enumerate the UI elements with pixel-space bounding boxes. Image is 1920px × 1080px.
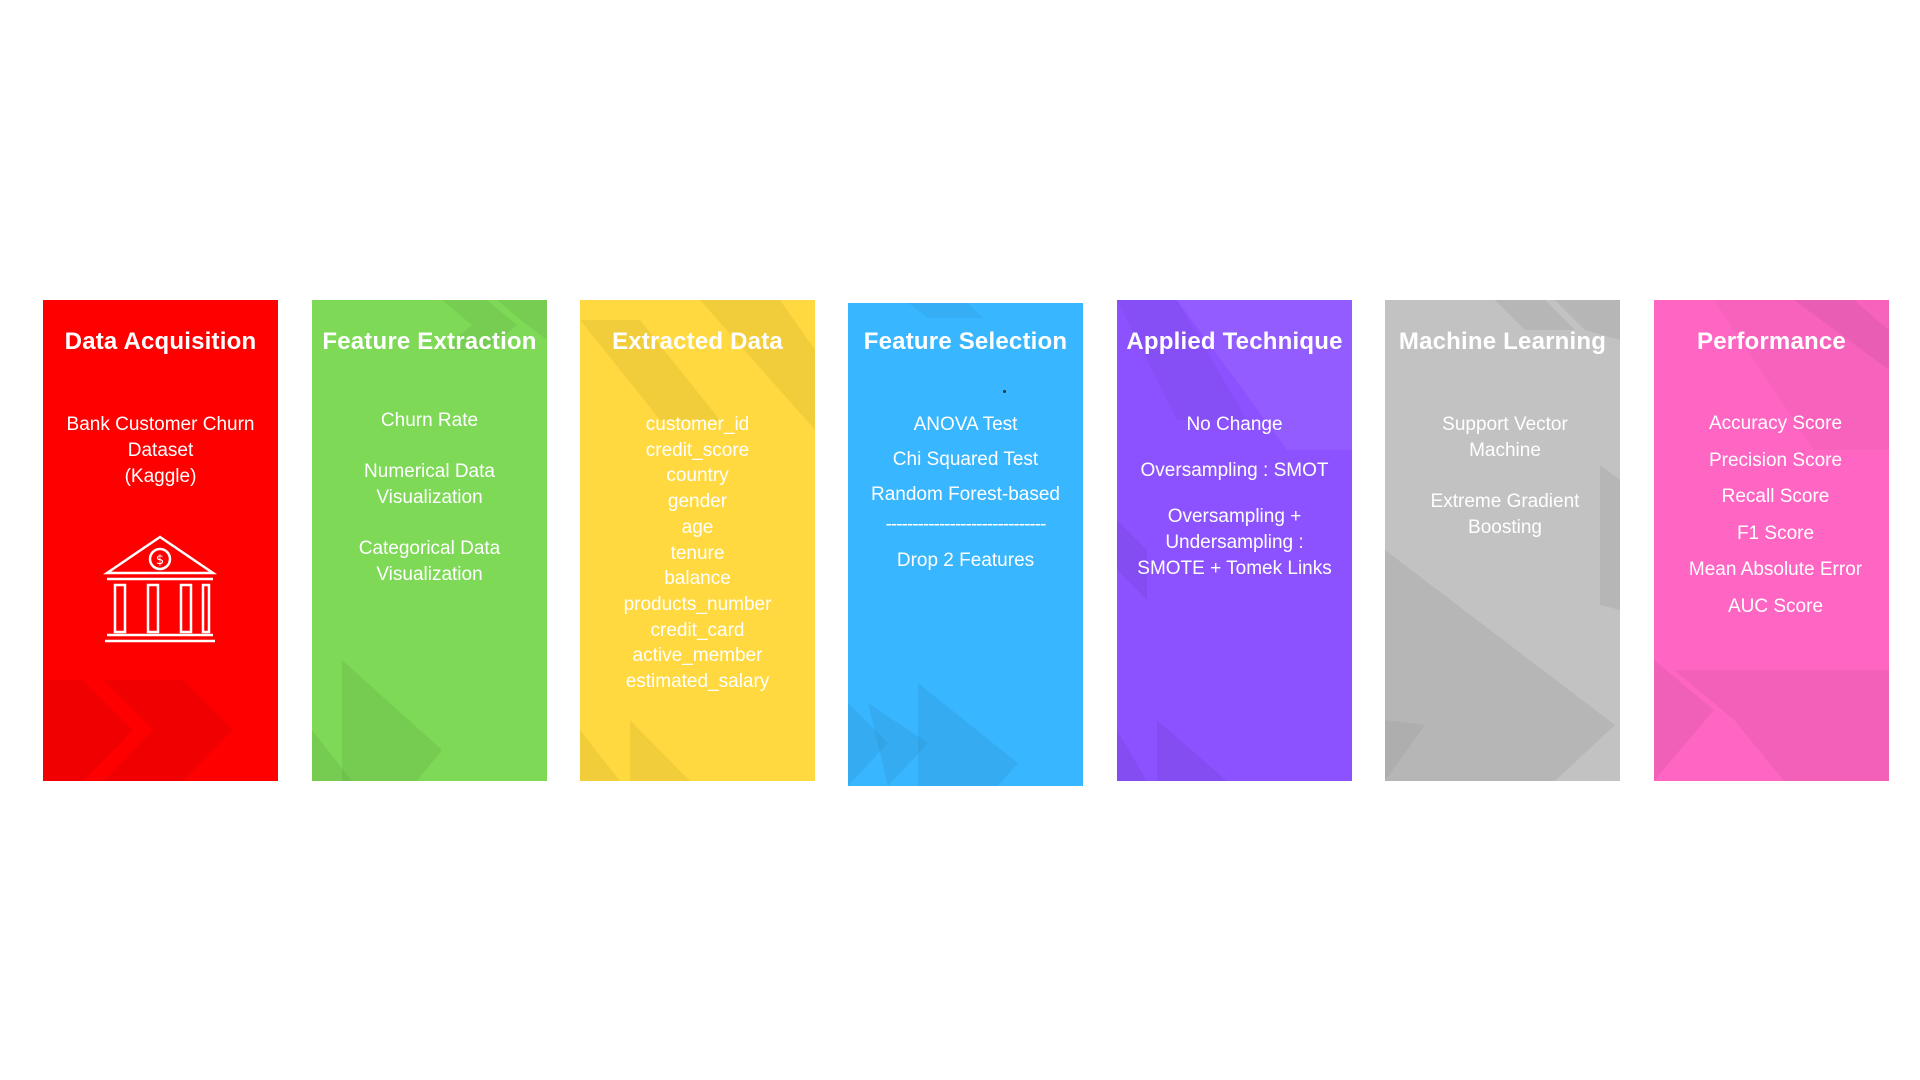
card-body: Churn Rate Numerical Data Visualization … [342, 408, 517, 613]
list-item: No Change [1186, 414, 1283, 435]
card-body: Accuracy Score Precision Score Recall Sc… [1666, 411, 1885, 630]
list-item: customer_id [645, 414, 750, 435]
list-item: Mean Absolute Error [1688, 559, 1863, 580]
card-title: Data Acquisition [64, 328, 257, 355]
result-text: Drop 2 Features [896, 550, 1035, 571]
card-body: No Change Oversampling : SMOT Oversampli… [1125, 412, 1344, 593]
card-body: ANOVA Test Chi Squared Test Random Fores… [856, 412, 1075, 585]
card-machine-learning: Machine Learning Support Vector Machine … [1385, 300, 1620, 781]
list-item: Numerical Data Visualization [364, 461, 495, 508]
card-line: Bank Customer Churn [66, 414, 255, 435]
list-item: gender [667, 491, 728, 513]
card-title: Extracted Data [612, 328, 783, 355]
card-title: Applied Technique [1126, 328, 1343, 355]
card-title: Performance [1697, 328, 1846, 355]
list-item: Accuracy Score [1708, 413, 1843, 434]
list-item: products_number [623, 593, 772, 615]
list-item: Oversampling : SMOT [1140, 460, 1329, 481]
card-data-acquisition: Data Acquisition Bank Customer Churn Dat… [43, 300, 278, 781]
list-item: ANOVA Test [913, 414, 1018, 435]
card-line: (Kaggle) [124, 466, 197, 487]
list-item: F1 Score [1736, 522, 1815, 544]
list-item: balance [664, 568, 731, 590]
card-body: Support Vector Machine Extreme Gradient … [1415, 412, 1595, 566]
list-item: Extreme Gradient Boosting [1430, 491, 1580, 538]
dot-mark [1003, 390, 1006, 393]
card-body: customer_id credit_score country gender … [588, 412, 807, 695]
card-feature-selection: Feature Selection ANOVA Test Chi Squared… [848, 303, 1083, 786]
card-extracted-data: Extracted Data customer_id credit_score … [580, 300, 815, 781]
list-item: Categorical Data Visualization [358, 538, 501, 585]
card-applied-technique: Applied Technique No Change Oversampling… [1117, 300, 1352, 781]
list-item: age [681, 516, 714, 538]
list-item: Random Forest-based [870, 484, 1061, 505]
divider: ------------------------------ [885, 514, 1047, 535]
list-item: Chi Squared Test [892, 449, 1039, 470]
svg-text:$: $ [156, 553, 164, 568]
list-item: Support Vector Machine [1442, 414, 1568, 461]
card-feature-extraction: Feature Extraction Churn Rate Numerical … [312, 300, 547, 781]
list-item: Churn Rate [380, 410, 479, 431]
card-title: Machine Learning [1398, 328, 1607, 355]
card-title: Feature Selection [863, 328, 1068, 355]
list-item: credit_card [650, 619, 745, 641]
list-item: country [666, 465, 729, 487]
list-item: tenure [670, 542, 725, 564]
card-performance: Performance Accuracy Score Precision Sco… [1654, 300, 1889, 781]
card-body: Bank Customer Churn Dataset (Kaggle) [51, 412, 270, 490]
list-item: AUC Score [1727, 595, 1824, 617]
list-item: estimated_salary [625, 671, 770, 693]
list-item: Oversampling + Undersampling : SMOTE + T… [1137, 506, 1332, 579]
bank-icon: $ [103, 535, 218, 643]
list-item: credit_score [645, 439, 750, 461]
list-item: active_member [632, 645, 763, 667]
list-item: Recall Score [1721, 486, 1830, 507]
list-item: Precision Score [1708, 449, 1843, 471]
card-line: Dataset [127, 440, 194, 461]
card-title: Feature Extraction [322, 328, 537, 355]
